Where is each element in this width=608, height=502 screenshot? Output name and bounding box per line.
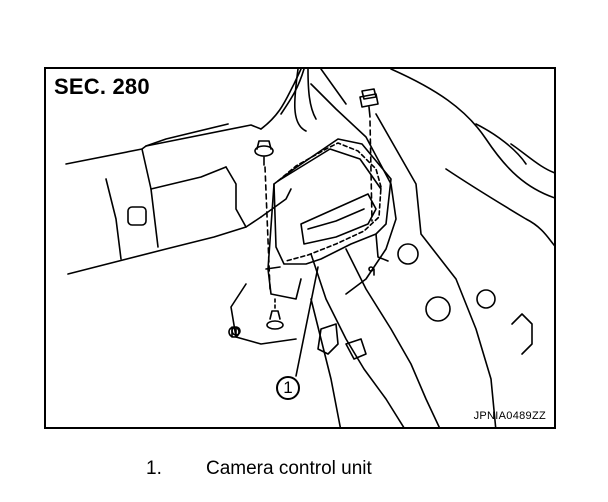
callout-marker-1: 1 (276, 376, 300, 400)
mounting-hole (127, 206, 147, 226)
ccu-housing (273, 138, 392, 265)
legend-number: 1. (146, 458, 162, 479)
figure-code: JPNIA0489ZZ (473, 410, 546, 422)
callout-leader (295, 266, 319, 377)
camera-control-unit-illustration (65, 69, 554, 427)
bolt-bottom (266, 298, 284, 330)
bolt-top-right (359, 88, 379, 222)
left-frame-member (65, 124, 262, 165)
section-label: SEC. 280 (54, 74, 150, 100)
diagram-frame: SEC. 280 1 JPNIA0489ZZ (44, 67, 556, 429)
body-panel (310, 83, 397, 295)
legend-text: Camera control unit (206, 458, 372, 479)
bolt-top-left (254, 140, 274, 290)
